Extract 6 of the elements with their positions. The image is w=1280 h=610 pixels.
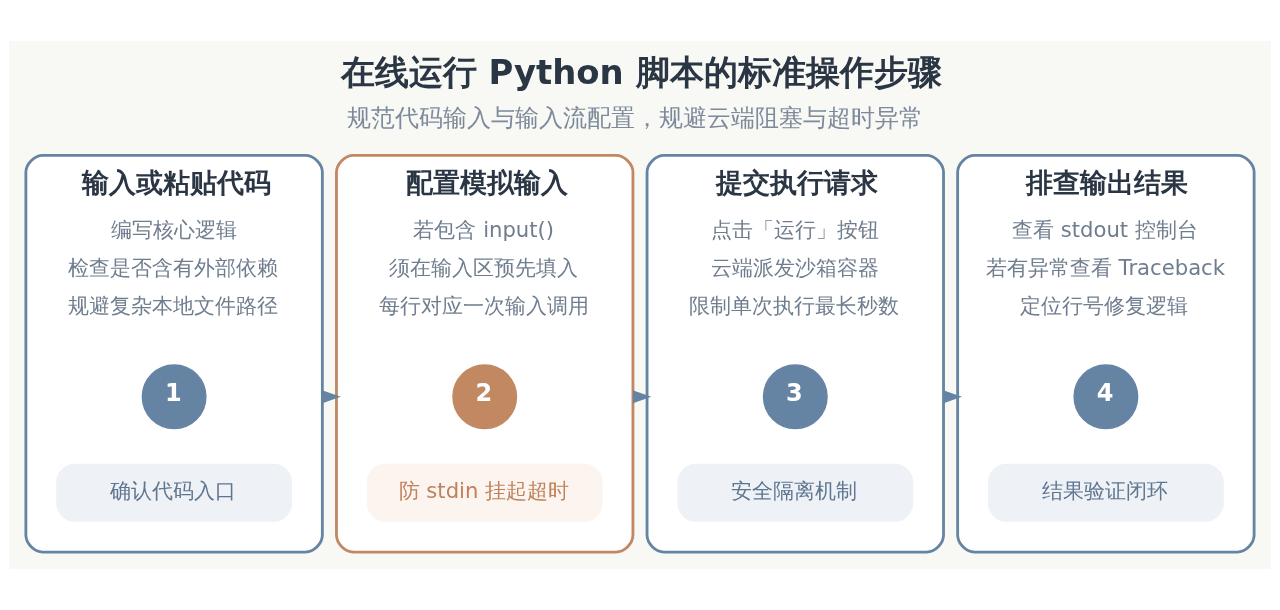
diagram-title: 在线运行 Python 脚本的标准操作步骤: [340, 53, 942, 93]
node-circle: 3: [762, 364, 828, 430]
node-circle: 2: [452, 364, 518, 430]
node-circle: 1: [141, 364, 207, 430]
node-circle: 4: [1073, 364, 1139, 430]
caption: 规范代码输入与输入流配置，规避云端阻塞与超时异常: [347, 103, 924, 132]
